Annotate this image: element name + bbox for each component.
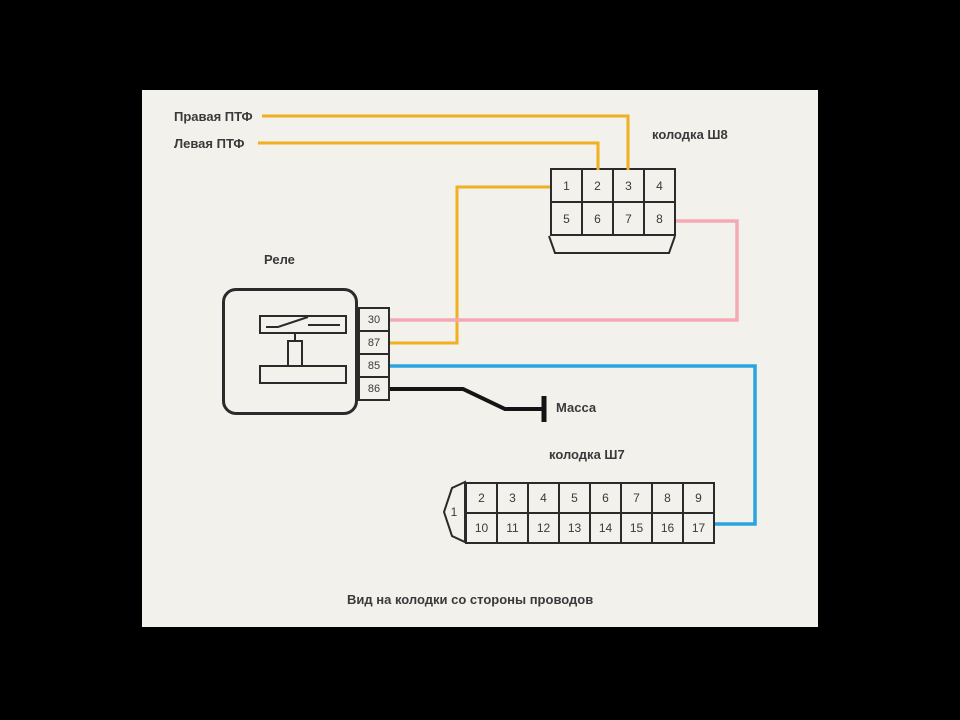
sh7-pin-14: 14: [591, 514, 622, 544]
sh7-pin-10: 10: [467, 514, 498, 544]
label-relay: Реле: [264, 252, 295, 267]
sh7-pin-9: 9: [684, 484, 715, 514]
sh8-pin-4: 4: [645, 170, 676, 203]
caption: Вид на колодки со стороны проводов: [347, 592, 594, 607]
sh7-pin-4: 4: [529, 484, 560, 514]
sh8-pin-3: 3: [614, 170, 645, 203]
relay-pin-87: 87: [360, 332, 390, 355]
sh8-pin-1: 1: [552, 170, 583, 203]
connector-sh8: 1 2 3 4 5 6 7 8: [550, 168, 676, 236]
relay-body: [222, 288, 358, 415]
label-connector-sh8: колодка Ш8: [652, 127, 728, 142]
sh7-pin-2: 2: [467, 484, 498, 514]
sh7-pin-6: 6: [591, 484, 622, 514]
sh7-pin-8: 8: [653, 484, 684, 514]
relay-pin-30: 30: [360, 309, 390, 332]
label-right-fog: Правая ПТФ: [174, 109, 253, 124]
sh7-pin-5: 5: [560, 484, 591, 514]
sh7-pin-17: 17: [684, 514, 715, 544]
sh7-pin-12: 12: [529, 514, 560, 544]
sh7-pin-1: 1: [450, 505, 458, 519]
sh7-pin-16: 16: [653, 514, 684, 544]
relay-pin-85: 85: [360, 355, 390, 378]
label-ground: Масса: [556, 400, 597, 415]
sh8-pin-7: 7: [614, 203, 645, 236]
relay-pin-86: 86: [360, 378, 390, 401]
sh7-pin-7: 7: [622, 484, 653, 514]
relay-pin-block: 30 87 85 86: [358, 307, 390, 401]
sh7-pin-11: 11: [498, 514, 529, 544]
sh8-pin-2: 2: [583, 170, 614, 203]
label-left-fog: Левая ПТФ: [174, 136, 245, 151]
sh8-pin-5: 5: [552, 203, 583, 236]
connector-sh7: 2 3 4 5 6 7 8 9 10 11 12 13 14 15 16 17: [465, 482, 715, 544]
sh8-pin-8: 8: [645, 203, 676, 236]
sh8-pin-6: 6: [583, 203, 614, 236]
sh7-pin-15: 15: [622, 514, 653, 544]
label-connector-sh7: колодка Ш7: [549, 447, 625, 462]
sh7-pin-3: 3: [498, 484, 529, 514]
sh7-pin-13: 13: [560, 514, 591, 544]
